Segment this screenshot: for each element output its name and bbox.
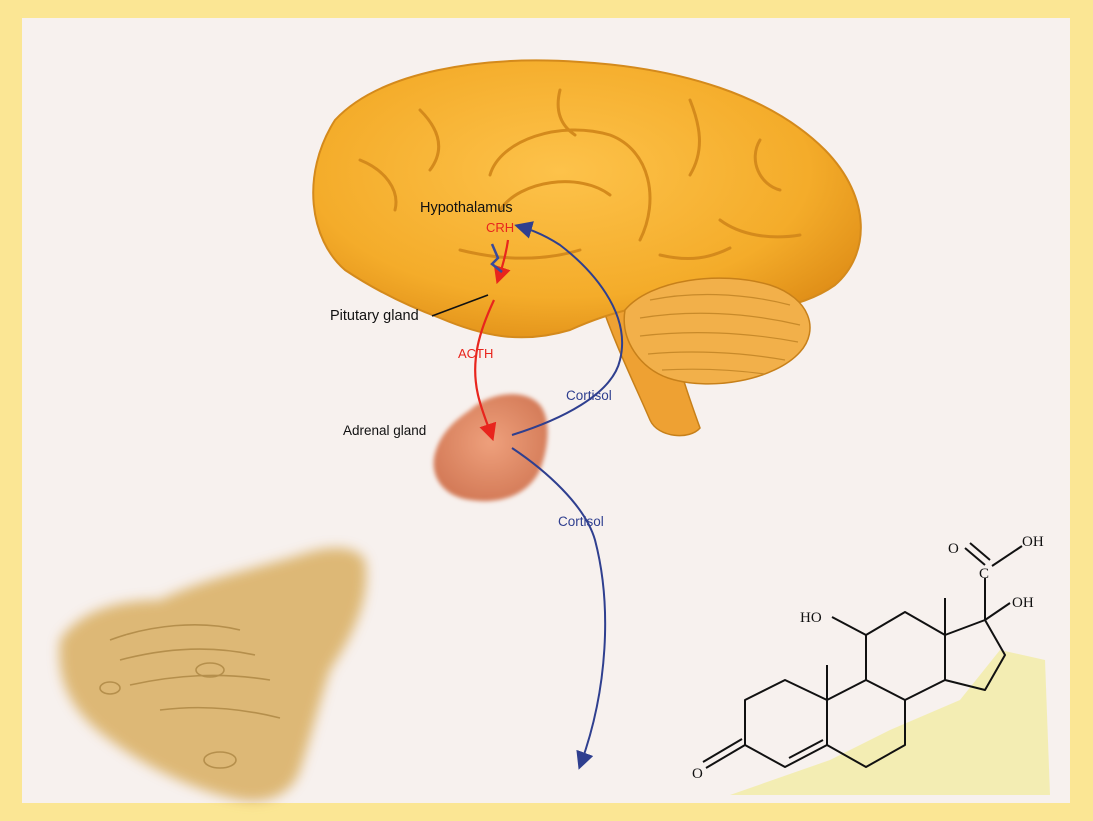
cortisol-body-pathway — [512, 448, 605, 766]
crh-label: CRH — [486, 220, 514, 235]
cortisol-feedback-label: Cortisol — [566, 388, 612, 403]
atom-ho: HO — [800, 610, 822, 626]
adrenal-label: Adrenal gland — [343, 423, 426, 438]
atom-oh-side: OH — [1012, 595, 1034, 611]
atom-carbonyl-c: C — [979, 566, 989, 582]
molecule-highlight — [730, 650, 1050, 795]
atom-carbonyl-o: O — [948, 541, 959, 557]
cerebellum — [624, 278, 810, 384]
pituitary-label: Pitutary gland — [330, 308, 419, 324]
atom-ketone-o: O — [692, 766, 703, 782]
cortisol-structural-formula: HO C O OH OH O — [692, 534, 1050, 795]
hands-shape — [59, 548, 366, 801]
hypothalamus-label: Hypothalamus — [420, 200, 513, 216]
acth-label: ACTH — [458, 346, 493, 361]
atom-oh-top: OH — [1022, 534, 1044, 550]
adrenal-gland-illustration — [434, 394, 548, 501]
brain-illustration — [313, 60, 861, 435]
cortisol-body-label: Cortisol — [558, 514, 604, 529]
adrenal-gland-shape — [434, 394, 548, 501]
clasped-hands-illustration — [59, 548, 366, 801]
